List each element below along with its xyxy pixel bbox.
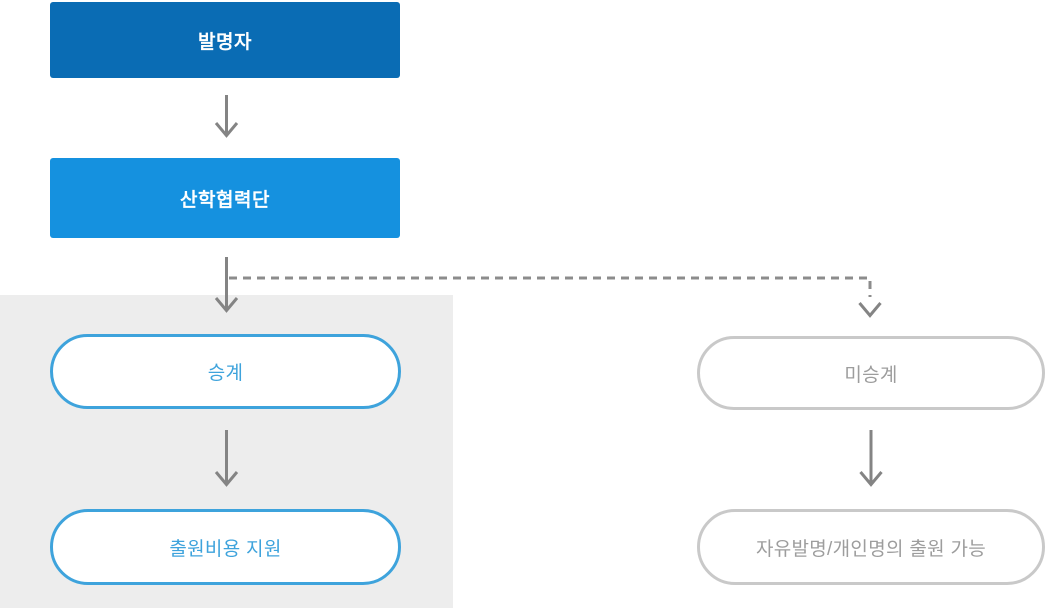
node-foundation: 산학협력단 bbox=[50, 158, 400, 238]
node-cost-support-label: 출원비용 지원 bbox=[169, 538, 282, 560]
node-free-invention: 자유발명/개인명의 출원 가능 bbox=[697, 509, 1045, 585]
node-non-succession: 미승계 bbox=[697, 336, 1045, 410]
node-cost-support: 출원비용 지원 bbox=[50, 509, 401, 585]
node-inventor: 발명자 bbox=[50, 2, 400, 78]
node-free-invention-label: 자유발명/개인명의 출원 가능 bbox=[755, 538, 987, 560]
node-succession: 승계 bbox=[50, 334, 401, 409]
arrow-down-icon-inventor-to-foundation bbox=[214, 95, 239, 138]
arrow-down-icon-non-succession-to-free-invention bbox=[859, 430, 883, 487]
node-inventor-label: 발명자 bbox=[198, 31, 252, 53]
node-foundation-label: 산학협력단 bbox=[180, 189, 270, 211]
node-succession-label: 승계 bbox=[207, 363, 244, 384]
node-non-succession-label: 미승계 bbox=[844, 364, 898, 386]
